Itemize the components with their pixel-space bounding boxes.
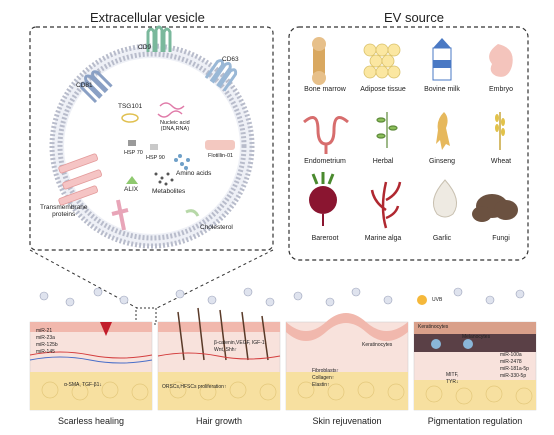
panel-note: Elastin↑ bbox=[312, 382, 330, 388]
panel-pigmentation bbox=[413, 295, 537, 411]
cd81-label: CD81 bbox=[76, 82, 93, 89]
panel-scarless-healing bbox=[29, 321, 153, 411]
receptor-protein-shape bbox=[111, 199, 129, 231]
application-label: Hair growth bbox=[195, 416, 242, 426]
panel-note: miR-330-5p bbox=[500, 373, 527, 379]
hair-strands bbox=[177, 307, 269, 361]
metabolite-dots bbox=[154, 172, 174, 186]
flotillin-shape bbox=[205, 140, 235, 150]
panel-hair-growth bbox=[157, 307, 281, 411]
cd9-label: CD9 bbox=[138, 44, 152, 51]
hsp90-shape bbox=[150, 144, 158, 150]
source-label: Embryo bbox=[488, 86, 514, 93]
panel-note: miR-125b bbox=[36, 342, 58, 348]
transmembrane-protein-shape bbox=[58, 153, 102, 206]
uterus-icon bbox=[303, 116, 349, 154]
panel-note: Wnt, Shh↑ bbox=[214, 347, 238, 353]
wheat-icon bbox=[495, 112, 505, 150]
alga-icon bbox=[370, 181, 402, 229]
panel-note: ORSCs,HFSCs proliferation↑ bbox=[162, 384, 227, 390]
cd63-protein bbox=[204, 59, 238, 92]
panel-note: Fibroblasts↑ bbox=[312, 368, 339, 374]
panel-note: Keratinocytes bbox=[418, 324, 449, 330]
source-label: Bovine milk bbox=[424, 86, 460, 93]
tsg101-shape bbox=[121, 113, 139, 123]
hsp70-label: HSP 70 bbox=[124, 150, 143, 156]
metabolites-label: Metabolites bbox=[152, 188, 186, 195]
vesicle-membrane-inner bbox=[57, 51, 247, 241]
amino-acids-label: Amino acids bbox=[176, 170, 212, 177]
transmembrane-label: Transmembrane proteins bbox=[40, 204, 88, 218]
panel-note: UVB bbox=[432, 297, 443, 303]
alix-shape bbox=[126, 176, 138, 184]
zoom-source-box bbox=[135, 307, 157, 325]
panel-note: β-catenin,VEGF, IGF-1 bbox=[214, 340, 265, 346]
wrinkled-epidermis bbox=[286, 313, 408, 341]
panel-note: miR-23a bbox=[36, 335, 55, 341]
floating-vesicles bbox=[39, 287, 525, 307]
panel-note: miR-100a bbox=[500, 352, 522, 358]
adipose-tissue-icon bbox=[363, 43, 401, 79]
zoom-line-right bbox=[156, 249, 274, 309]
panel-note: Collagen↑ bbox=[312, 375, 335, 381]
hsp70-shape bbox=[128, 140, 136, 146]
vesicle-membrane-outer bbox=[49, 43, 255, 249]
fungi-icon bbox=[472, 194, 518, 222]
application-label: Scarless healing bbox=[57, 416, 125, 426]
source-label: Herbal bbox=[372, 158, 394, 165]
herb-icon bbox=[376, 112, 398, 148]
melanocyte-icon bbox=[431, 339, 441, 349]
source-label: Endometrium bbox=[304, 158, 346, 165]
panel-note: miR-181a-5p bbox=[500, 366, 529, 372]
ev-dashed-box bbox=[29, 26, 274, 251]
hsp90-label: HSP 90 bbox=[146, 155, 165, 161]
flotillin-label: Flotillin-01 bbox=[208, 153, 234, 159]
garlic-icon bbox=[432, 179, 458, 218]
source-title: EV source bbox=[384, 10, 444, 25]
panel-note: α-SMA, TGF-β1↓ bbox=[64, 382, 102, 388]
application-label: Pigmentation regulation bbox=[427, 416, 523, 426]
cd9-protein bbox=[146, 25, 172, 52]
source-label: Fungi bbox=[492, 235, 510, 242]
application-label: Skin rejuvenation bbox=[312, 416, 382, 426]
embryo-icon bbox=[489, 44, 513, 77]
panel-skin-rejuvenation bbox=[285, 313, 409, 411]
panel-note: miR-2478 bbox=[500, 359, 522, 365]
panel-note: MITF, bbox=[446, 372, 459, 378]
source-label: Marine alga bbox=[364, 235, 402, 242]
bone-marrow-icon bbox=[312, 37, 326, 85]
source-label: Garlic bbox=[432, 235, 452, 242]
sun-icon bbox=[417, 295, 427, 305]
panel-note: Keratinocytes bbox=[362, 342, 393, 348]
nucleic-acid-strand bbox=[157, 102, 185, 118]
ev-title: Extracellular vesicle bbox=[90, 10, 205, 25]
source-label: Bareroot bbox=[311, 235, 339, 242]
amino-acid-dots bbox=[174, 154, 190, 170]
wound-shape bbox=[100, 322, 112, 336]
panel-note: miR-145 bbox=[36, 349, 55, 355]
pigmented-layer bbox=[414, 334, 536, 352]
milk-carton-icon bbox=[432, 38, 452, 81]
ginseng-icon bbox=[436, 112, 450, 150]
source-label: Bone marrow bbox=[304, 86, 346, 93]
source-label: Adipose tissue bbox=[360, 86, 406, 93]
nucleic-acid-label: Nucleic acid (DNA,RNA) bbox=[160, 120, 190, 132]
cholesterol-shape bbox=[185, 209, 200, 217]
zoom-line-left bbox=[29, 249, 138, 309]
panel-note: Melanocytes bbox=[462, 334, 491, 340]
panel-note: miR-21 bbox=[36, 328, 53, 334]
cd81-protein bbox=[79, 70, 113, 104]
cd63-label: CD63 bbox=[222, 56, 239, 63]
source-label: Wheat bbox=[490, 158, 512, 165]
alix-label: ALIX bbox=[124, 186, 139, 193]
cholesterol-label: Cholesterol bbox=[200, 224, 233, 231]
source-label: Ginseng bbox=[428, 158, 456, 165]
fat-cells bbox=[41, 381, 533, 405]
beetroot-icon bbox=[309, 172, 337, 226]
panel-note: TYR↓ bbox=[446, 379, 459, 385]
tsg101-label: TSG101 bbox=[118, 103, 143, 110]
